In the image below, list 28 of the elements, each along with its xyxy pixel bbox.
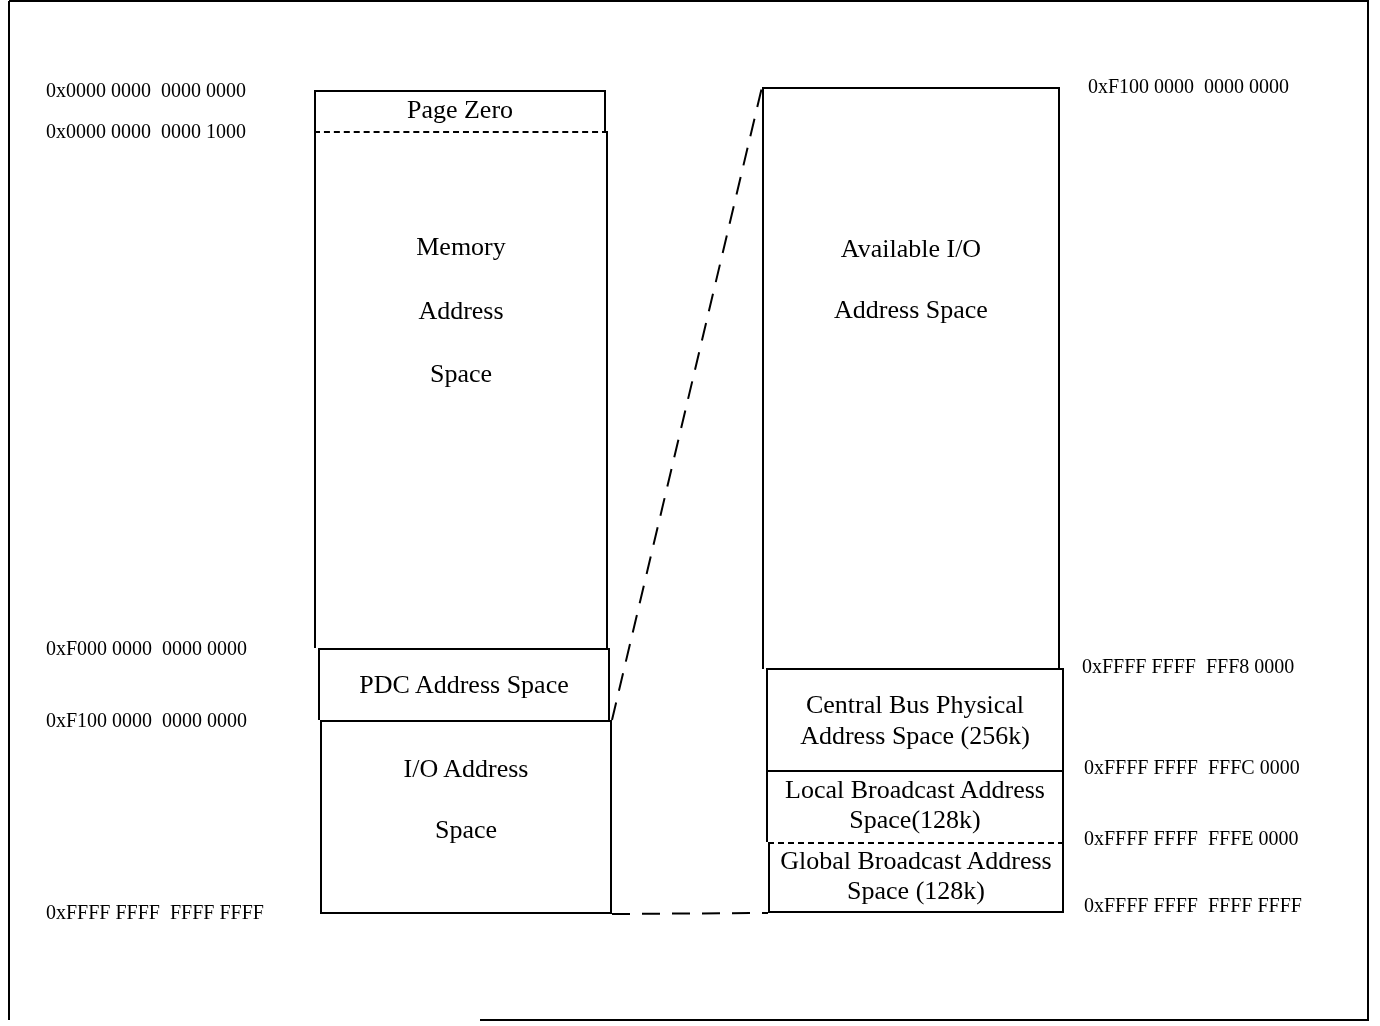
memory-region-box bbox=[766, 770, 1064, 842]
region-label: Memory Address Space bbox=[415, 230, 507, 391]
address-label: 0xFFFF FFFF FFFF FFFF bbox=[46, 902, 264, 922]
address-label: 0xFFFF FFFF FFFF FFFF bbox=[1084, 895, 1302, 915]
region-label: PDC Address Space bbox=[359, 670, 569, 700]
memory-region-box bbox=[320, 720, 612, 914]
memory-region-box bbox=[768, 842, 1064, 913]
memory-region-box bbox=[766, 668, 1064, 770]
region-label: I/O Address Space bbox=[402, 752, 530, 846]
dashed-connector bbox=[611, 86, 763, 721]
address-label: 0x0000 0000 0000 0000 bbox=[46, 80, 246, 100]
dashed-connector bbox=[611, 912, 769, 915]
region-label: Central Bus Physical Address Space (256k) bbox=[799, 688, 1031, 752]
address-label: 0xF100 0000 0000 0000 bbox=[1088, 76, 1290, 96]
address-label: 0xF000 0000 0000 0000 bbox=[46, 638, 248, 658]
address-label: 0xFFFF FFFF FFF8 0000 bbox=[1082, 656, 1295, 676]
memory-region-box bbox=[314, 90, 606, 131]
memory-region-box bbox=[314, 131, 608, 648]
region-label: Page Zero bbox=[406, 96, 514, 123]
address-label: 0xFFFF FFFF FFFC 0000 bbox=[1084, 757, 1300, 777]
region-label: Available I/O Address Space bbox=[833, 232, 989, 326]
memory-region-box bbox=[762, 87, 1060, 669]
region-label: Local Broadcast Address Space(128k) bbox=[784, 775, 1046, 835]
address-label: 0xFFFF FFFF FFFE 0000 bbox=[1084, 828, 1299, 848]
memory-region-box bbox=[318, 648, 610, 720]
address-label: 0xF100 0000 0000 0000 bbox=[46, 710, 248, 730]
region-label: Global Broadcast Address Space (128k) bbox=[779, 845, 1053, 906]
address-label: 0x0000 0000 0000 1000 bbox=[46, 121, 246, 141]
